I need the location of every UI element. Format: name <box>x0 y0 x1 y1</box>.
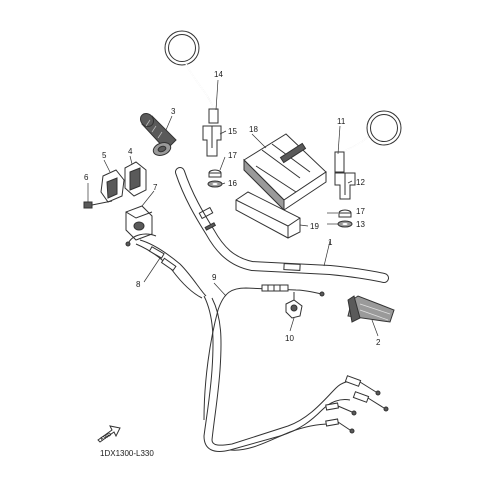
callout-13: 13 <box>356 220 365 229</box>
callout-4: 4 <box>128 147 133 156</box>
callout-12: 12 <box>356 178 365 187</box>
right-washer <box>337 220 353 228</box>
housing-screw <box>83 200 113 209</box>
handlebar-pad-cover <box>243 133 327 212</box>
cable-adjuster <box>285 292 303 319</box>
left-mirror-holder <box>202 125 222 157</box>
grip <box>347 295 395 323</box>
left-nut <box>208 169 222 178</box>
callout-18: 18 <box>249 125 258 134</box>
callout-17-left: 17 <box>228 151 237 160</box>
callout-15: 15 <box>228 127 237 136</box>
callout-17-right: 17 <box>356 207 365 216</box>
throttle-housing-upper <box>124 161 147 197</box>
callout-3: 3 <box>171 107 176 116</box>
callout-7: 7 <box>153 183 158 192</box>
callout-16: 16 <box>228 179 237 188</box>
handlebar <box>175 167 389 283</box>
diagram-code: 1DX1300-L330 <box>100 449 154 458</box>
handlebar-pad <box>235 191 301 239</box>
callout-10: 10 <box>285 334 294 343</box>
right-mirror <box>334 110 402 173</box>
clutch-cable <box>203 284 325 421</box>
throttle-cable-assembly <box>125 233 207 299</box>
throttle-grip <box>139 112 177 156</box>
callout-5: 5 <box>102 151 107 160</box>
left-washer <box>207 180 223 188</box>
forward-arrow-label: FWD <box>100 431 113 442</box>
callout-8: 8 <box>136 280 141 289</box>
callout-9: 9 <box>212 273 217 282</box>
right-mirror-holder <box>334 172 356 200</box>
callout-6: 6 <box>84 173 89 182</box>
right-nut <box>338 209 352 218</box>
throttle-housing-lower <box>100 169 125 203</box>
callout-1: 1 <box>328 238 333 247</box>
callout-14: 14 <box>214 70 223 79</box>
callout-2: 2 <box>376 338 381 347</box>
left-mirror <box>164 30 219 124</box>
callout-11: 11 <box>337 117 346 126</box>
leader-lines <box>87 79 379 337</box>
forward-arrow-icon: FWD <box>97 425 121 443</box>
callout-19: 19 <box>310 222 319 231</box>
throttle-cable-routing <box>203 295 389 452</box>
callout-labels: 14 3 11 15 18 17 16 12 17 13 19 1 5 4 6 … <box>84 70 381 347</box>
